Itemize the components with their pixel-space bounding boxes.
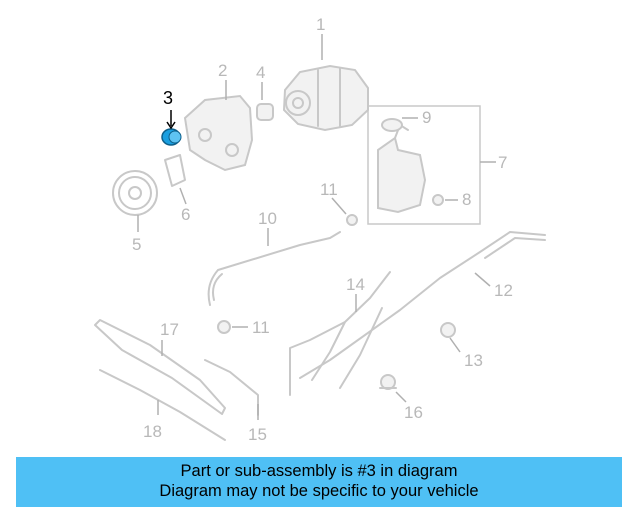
clamp-part	[432, 194, 444, 206]
callout-17: 17	[160, 320, 179, 339]
callout-12: 12	[494, 281, 513, 300]
bracket-part-16	[379, 374, 397, 390]
callout-10: 10	[258, 209, 277, 228]
bolt-part-13	[440, 322, 456, 338]
pulley-part	[112, 170, 158, 216]
bushing-part	[256, 103, 274, 121]
hose-assembly-part	[289, 271, 391, 396]
banner-line-2: Diagram may not be specific to your vehi…	[159, 482, 479, 500]
reservoir-group-box	[367, 105, 481, 225]
clip-part-upper	[346, 214, 358, 226]
reservoir-part	[377, 124, 427, 214]
clip-part-lower	[217, 320, 231, 334]
cooler-line-part	[99, 369, 226, 441]
callout-1: 1	[316, 15, 325, 34]
callout-13: 13	[464, 351, 483, 370]
callout-16: 16	[404, 403, 423, 422]
callout-14: 14	[346, 275, 365, 294]
cooler-part	[94, 319, 226, 415]
bushing-part-highlighted	[161, 128, 182, 146]
callout-11-upper: 11	[320, 180, 338, 199]
callout-18: 18	[143, 422, 162, 441]
parts-diagram: 1 2 3 4 5 6 9 8 7 11	[94, 15, 546, 444]
callout-6: 6	[181, 205, 190, 224]
reservoir-cap-part	[381, 118, 403, 132]
callout-5: 5	[132, 235, 141, 254]
callout-11-lower: 11	[252, 318, 270, 337]
banner-line-1: Part or sub-assembly is #3 in diagram	[180, 462, 458, 480]
return-hose-part	[207, 231, 341, 306]
pressure-line-part	[299, 231, 546, 379]
info-banner: Part or sub-assembly is #3 in diagram Di…	[16, 457, 622, 507]
callout-15: 15	[248, 425, 267, 444]
gasket-part	[164, 154, 186, 187]
callout-8: 8	[462, 190, 471, 209]
pump-assembly-part	[282, 64, 369, 132]
callout-4: 4	[256, 63, 265, 82]
callout-3: 3	[163, 88, 173, 108]
callout-9: 9	[422, 108, 431, 127]
bracket-part	[183, 94, 254, 172]
callout-2: 2	[218, 61, 227, 80]
callout-7: 7	[498, 153, 507, 172]
